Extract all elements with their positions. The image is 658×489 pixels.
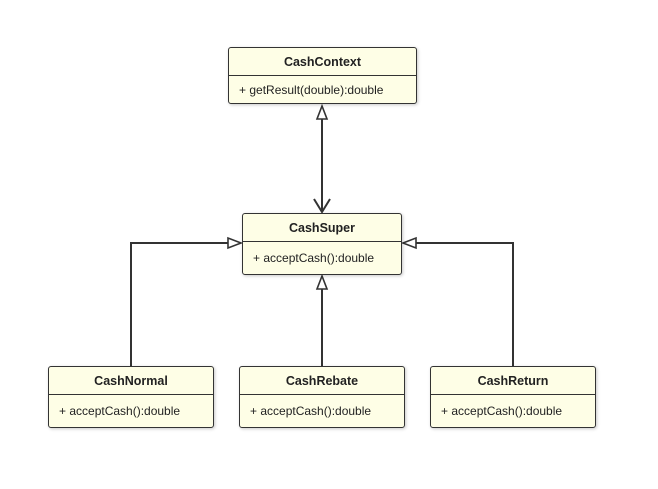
class-operation: + acceptCash():double <box>59 404 181 418</box>
class-operation: + acceptCash():double <box>253 251 375 265</box>
hollow-triangle-arrowhead <box>315 103 329 120</box>
class-name: CashReturn <box>431 367 595 395</box>
class-name: CashNormal <box>49 367 213 395</box>
class-operation: + getResult(double):double <box>239 82 384 97</box>
class-operations: + getResult(double):double <box>229 76 416 103</box>
class-operations: + acceptCash():double <box>240 395 404 427</box>
hollow-triangle-arrowhead <box>227 236 244 250</box>
hollow-triangle-arrowhead <box>400 236 417 250</box>
connector-line <box>130 242 228 366</box>
class-operations: + acceptCash():double <box>49 395 213 427</box>
class-name: CashContext <box>229 48 416 76</box>
class-box-cashreturn: CashReturn + acceptCash():double <box>430 366 596 428</box>
connector-line <box>416 242 514 366</box>
hollow-triangle-arrowhead <box>315 273 329 290</box>
class-box-cashnormal: CashNormal + acceptCash():double <box>48 366 214 428</box>
class-name: CashRebate <box>240 367 404 395</box>
class-operation: + acceptCash():double <box>441 404 563 418</box>
class-box-cashsuper: CashSuper + acceptCash():double <box>242 213 402 275</box>
open-arrowhead <box>313 198 331 214</box>
connector-context-super <box>313 103 331 214</box>
class-box-cashrebate: CashRebate + acceptCash():double <box>239 366 405 428</box>
class-name: CashSuper <box>243 214 401 242</box>
class-operations: + acceptCash():double <box>431 395 595 427</box>
class-operation: + acceptCash():double <box>250 404 372 418</box>
connector-normal-super <box>130 236 244 366</box>
connector-return-super <box>400 236 514 366</box>
class-operations: + acceptCash():double <box>243 242 401 274</box>
connector-rebate-super <box>315 273 329 366</box>
class-box-cashcontext: CashContext + getResult(double):double <box>228 47 417 104</box>
